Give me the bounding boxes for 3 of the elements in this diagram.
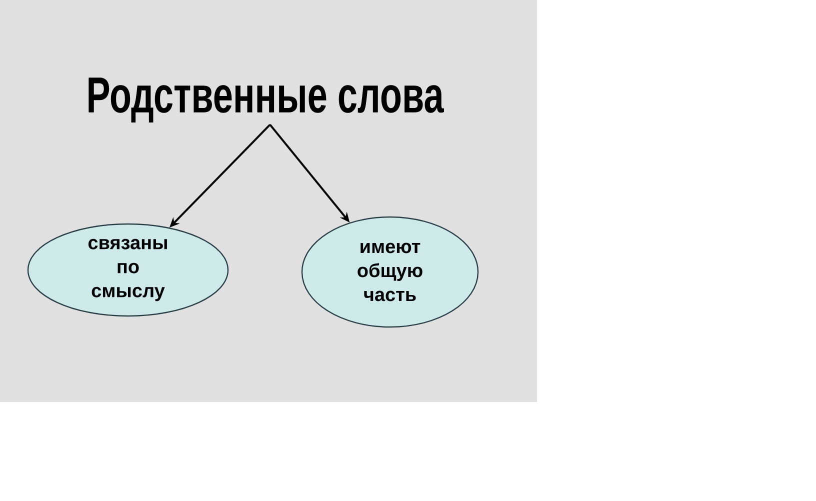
title: Родственные слова bbox=[88, 78, 444, 122]
concept-oval: имеют общую часть bbox=[301, 216, 479, 328]
concept-oval: связаны по смыслу bbox=[27, 223, 229, 317]
